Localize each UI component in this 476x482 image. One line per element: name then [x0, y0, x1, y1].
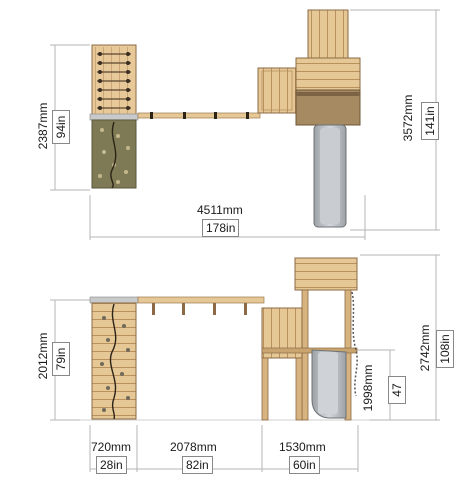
top-view: [50, 9, 440, 240]
side-total-height-mm: 2742mm: [418, 324, 432, 372]
side-seg3-in: 60in: [289, 456, 320, 474]
side-climbing-holds: [100, 316, 130, 412]
side-seg1-in: 28in: [96, 456, 127, 474]
side-swing-beam: [137, 296, 265, 315]
top-right-height-in: 141in: [421, 102, 439, 140]
top-swing-beam: [137, 112, 261, 119]
side-left-height-in: 79in: [52, 342, 70, 376]
side-seg2-in: 82in: [182, 456, 213, 474]
rope-ladder: [97, 53, 131, 109]
side-slide: [311, 349, 347, 419]
side-seg3-mm: 1530mm: [279, 440, 326, 454]
top-side-deck: [257, 67, 297, 114]
top-width-in: 178in: [202, 219, 240, 237]
top-width-mm: 4511mm: [197, 203, 243, 217]
side-seg2-mm: 2078mm: [170, 440, 217, 454]
top-slide: [313, 124, 347, 228]
side-platform-height-in: 47: [388, 376, 406, 404]
top-left-height-mm: 2387mm: [36, 102, 50, 150]
top-tower: [295, 9, 361, 126]
side-platform-height-mm: 1998mm: [361, 364, 375, 412]
side-total-height-in: 108in: [436, 330, 454, 368]
side-left-height-mm: 2012mm: [36, 332, 50, 380]
side-view: [50, 254, 440, 472]
side-climbing-wall: [89, 296, 139, 420]
side-seg1-mm: 720mm: [91, 440, 132, 454]
top-right-height-mm: 3572mm: [401, 94, 415, 142]
side-tower: [261, 257, 358, 421]
top-left-height-in: 94in: [52, 110, 70, 144]
top-climbing-module: [89, 44, 139, 189]
